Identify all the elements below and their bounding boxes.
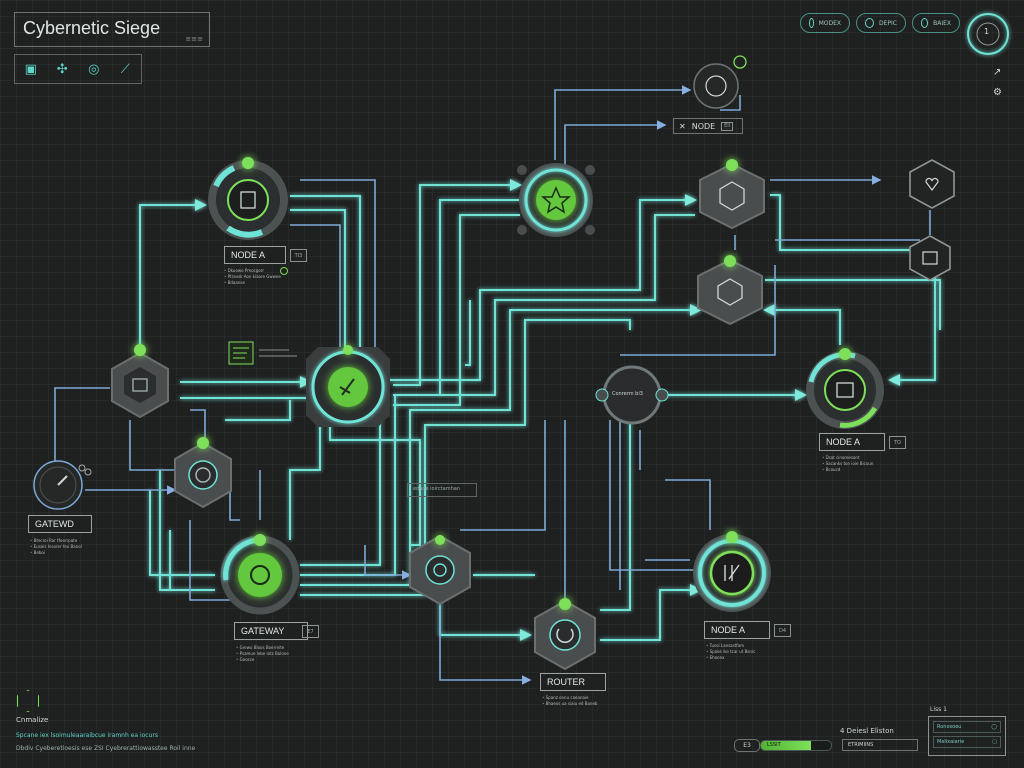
ring-node-center[interactable]: [306, 345, 390, 427]
node-top-label[interactable]: ✕ NODE EII: [673, 118, 743, 134]
legend-row[interactable]: Melixaiarie▢: [933, 736, 1001, 748]
square-icon: ▢: [992, 739, 997, 745]
ring-node-relay[interactable]: [595, 365, 669, 425]
settings-icon[interactable]: ⚙: [993, 87, 1002, 98]
terminal-widget: [228, 341, 297, 365]
node-a-bottom-label[interactable]: NODE A: [704, 621, 770, 639]
node-a-top-label[interactable]: NODE A: [224, 246, 286, 264]
share-icon[interactable]: ↗: [993, 67, 1002, 78]
info-line-1: Spcane iex lsoimuleaaraibcue iramnh ea i…: [16, 732, 158, 739]
circle-icon: [809, 18, 814, 28]
blue-links: [54, 85, 931, 685]
gatewd-label[interactable]: GATEWD: [28, 515, 92, 533]
relay-label: Conrerm bi3: [612, 391, 643, 397]
gatewd-desc: Btecroi Rar tfoerrpate Euseis Insorer fe…: [30, 538, 110, 556]
legend-panel: Ronosoeu◯ Melixaiarie▢: [928, 716, 1006, 756]
terminal-icon[interactable]: ▣: [24, 61, 37, 77]
ring-node-star[interactable]: [517, 163, 595, 237]
hex-nodes: [111, 159, 955, 671]
node-a-right-badge: TO: [889, 436, 906, 449]
info-heading: Cnmalize: [16, 716, 49, 724]
node-a-top-badge: TI3: [290, 249, 307, 262]
mid-chip[interactable]: edade loirctamhan: [407, 483, 477, 497]
gateway-desc: Grewo Bloos Boerreite Psamue lebe lotz B…: [236, 645, 316, 663]
tool-palette: ▣ ✣ ◎ ⟋: [14, 54, 142, 84]
energy-progress: LSSIT: [760, 740, 832, 751]
baiex-button[interactable]: BAIEX: [912, 13, 960, 33]
top-right-dial[interactable]: [967, 13, 1009, 55]
ring-node-a-right[interactable]: [806, 348, 884, 429]
title-tick-marks: ≡≡≡: [185, 35, 203, 43]
status-label: 4 Deiesl Eliston: [840, 727, 894, 735]
circle-icon: [865, 18, 874, 28]
hex-node-router[interactable]: [534, 598, 596, 671]
hex-node-cube[interactable]: [909, 235, 951, 281]
legend-row[interactable]: Ronosoeu◯: [933, 721, 1001, 733]
hex-node-stack[interactable]: [697, 255, 763, 326]
status-dot: [280, 267, 288, 275]
hex-node-upper-right[interactable]: [699, 159, 765, 230]
top-cube-ring[interactable]: [693, 55, 747, 109]
node-a-bottom-desc: Tusoi Laesastfam Spoke ike tcar ut Bsnic…: [706, 643, 786, 661]
ring-node-a-bottom[interactable]: [693, 531, 771, 612]
node-a-right-desc: Dsat cinoreesant Sacanks ton ioie Bicuun…: [822, 455, 902, 473]
node-a-top-desc: Dkuowo Pmocgorr Ptravsk Aon kiaore Gwwee…: [224, 268, 304, 286]
gateway-dial[interactable]: [33, 460, 92, 510]
modex-button[interactable]: MODEX: [800, 13, 850, 33]
node-a-right-label[interactable]: NODE A: [819, 433, 885, 451]
stat-chip[interactable]: E3: [734, 739, 760, 752]
app-title: Cybernetic Siege: [23, 18, 161, 38]
close-icon: ✕: [679, 121, 686, 131]
gateway-label[interactable]: GATEWAY: [234, 622, 308, 640]
drone-icon[interactable]: ✣: [56, 61, 68, 77]
router-label[interactable]: ROUTER: [540, 673, 606, 691]
radio-icon: ◯: [991, 724, 997, 730]
info-line-2: Dbdiv Cyeberetioesis ese ZSI Cyebreratti…: [16, 745, 196, 752]
ring-node-a-top[interactable]: [208, 157, 288, 240]
cyan-links: [139, 179, 941, 641]
circle-icon: [921, 18, 929, 28]
status-field[interactable]: ETRIMIINS: [842, 739, 918, 751]
ring-nodes: [33, 55, 884, 615]
legend-title: Liss 1: [930, 706, 947, 713]
node-a-bottom-badge: D4: [774, 624, 791, 637]
ring-value: 1: [984, 27, 990, 36]
hex-node-heart[interactable]: [909, 159, 955, 209]
router-desc: Spanz onnu caeanaie Bhaeos ua siaiu ed B…: [542, 695, 622, 707]
gateway-badge: E7: [302, 625, 319, 638]
hex-node-core[interactable]: [174, 437, 232, 509]
hex-logo-icon: [17, 690, 39, 712]
depic-button[interactable]: DEPIC: [856, 13, 906, 33]
wrench-icon[interactable]: ⟋: [120, 61, 130, 77]
energy-progress-fill: [761, 741, 812, 750]
hex-node-bottom[interactable]: [409, 534, 471, 606]
scanner-icon[interactable]: ◎: [88, 61, 100, 77]
app-title-panel: Cybernetic Siege ≡≡≡: [14, 12, 210, 47]
ring-node-gateway[interactable]: [220, 534, 300, 615]
hex-node-left[interactable]: [111, 344, 169, 419]
